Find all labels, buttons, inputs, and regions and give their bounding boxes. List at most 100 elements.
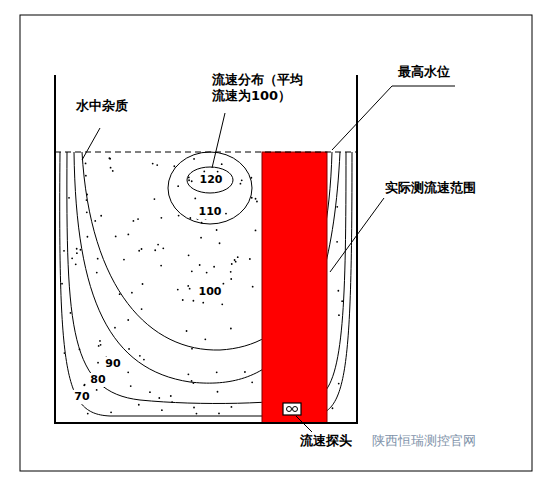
sediment-dot bbox=[152, 163, 154, 165]
figure-frame bbox=[20, 15, 532, 471]
sediment-dot bbox=[249, 258, 251, 260]
sediment-dot bbox=[203, 171, 205, 173]
watermark: 陕西恒瑞测控官网 bbox=[372, 433, 476, 449]
sediment-dot bbox=[157, 244, 159, 246]
sediment-dot bbox=[149, 391, 151, 393]
sediment-dot bbox=[244, 371, 246, 373]
sediment-dot bbox=[191, 180, 193, 182]
sediment-dot bbox=[187, 285, 189, 287]
contour-value: 90 bbox=[103, 357, 122, 370]
sediment-dot bbox=[100, 344, 102, 346]
sediment-dot bbox=[131, 292, 133, 294]
leader-line bbox=[330, 198, 384, 272]
sediment-dot bbox=[133, 220, 135, 222]
sediment-dot bbox=[70, 312, 72, 314]
sediment-dot bbox=[177, 289, 179, 291]
sediment-dot bbox=[71, 257, 73, 259]
sediment-dot bbox=[142, 283, 144, 285]
sediment-dot bbox=[186, 330, 188, 332]
sediment-dot bbox=[115, 236, 117, 238]
sediment-dot bbox=[127, 319, 129, 321]
sediment-dot bbox=[251, 381, 253, 383]
sediment-dot bbox=[76, 248, 78, 250]
sediment-dot bbox=[337, 290, 339, 292]
sediment-dot bbox=[230, 278, 232, 280]
sediment-dot bbox=[110, 167, 112, 169]
sediment-dot bbox=[160, 265, 162, 267]
leader-line bbox=[212, 113, 225, 168]
sediment-dot bbox=[68, 197, 70, 199]
sediment-dot bbox=[216, 371, 218, 373]
sediment-dot bbox=[141, 308, 143, 310]
sediment-dot bbox=[256, 201, 258, 203]
sediment-dot bbox=[213, 266, 215, 268]
sediment-dot bbox=[255, 230, 257, 232]
sediment-dot bbox=[99, 340, 101, 342]
sediment-dot bbox=[218, 413, 220, 415]
sediment-dot bbox=[138, 404, 140, 406]
sediment-dot bbox=[94, 220, 96, 222]
sediment-dot bbox=[141, 248, 143, 250]
contour-value: 80 bbox=[88, 373, 107, 386]
sediment-dot bbox=[63, 250, 65, 252]
sediment-dot bbox=[112, 170, 114, 172]
sediment-dot bbox=[338, 383, 340, 385]
sediment-dot bbox=[143, 359, 145, 361]
sediment-dot bbox=[206, 272, 208, 274]
sediment-dot bbox=[216, 229, 218, 231]
sediment-dot bbox=[96, 272, 98, 274]
sediment-dot bbox=[336, 206, 338, 208]
sediment-dot bbox=[100, 215, 102, 217]
sediment-dot bbox=[219, 242, 221, 244]
sediment-dot bbox=[139, 355, 141, 357]
sediment-dot bbox=[237, 256, 239, 258]
water-level-line bbox=[55, 151, 357, 152]
sediment-dot bbox=[170, 395, 172, 397]
sediment-dot bbox=[87, 413, 89, 415]
contour-value: 110 bbox=[197, 205, 224, 218]
sediment-dot bbox=[222, 283, 224, 285]
sediment-dot bbox=[336, 241, 338, 243]
callout-label: 流速探头 bbox=[300, 433, 352, 449]
sediment-dot bbox=[241, 179, 243, 181]
sediment-dot bbox=[80, 249, 82, 251]
velocity-probe bbox=[283, 403, 301, 415]
sediment-dot bbox=[127, 371, 129, 373]
sediment-dot bbox=[191, 348, 193, 350]
sediment-dot bbox=[217, 171, 219, 173]
sediment-dot bbox=[225, 213, 227, 215]
sediment-dot bbox=[173, 165, 175, 167]
sediment-dot bbox=[161, 409, 163, 411]
sediment-dot bbox=[127, 233, 129, 235]
sediment-dot bbox=[156, 164, 158, 166]
sediment-dot bbox=[97, 258, 99, 260]
sediment-dot bbox=[188, 254, 190, 256]
sediment-dot bbox=[221, 303, 223, 305]
callout-label: 流速分布（平均 流速为100） bbox=[212, 72, 316, 103]
leader-line bbox=[82, 128, 100, 160]
sediment-dot bbox=[189, 217, 191, 219]
sediment-dot bbox=[191, 270, 193, 272]
sediment-dot bbox=[85, 175, 87, 177]
contour-value: 70 bbox=[72, 390, 91, 403]
sediment-dot bbox=[221, 163, 223, 165]
channel-walls bbox=[55, 75, 357, 423]
sediment-dot bbox=[128, 348, 130, 350]
sediment-dot bbox=[154, 198, 156, 200]
sediment-dot bbox=[109, 157, 111, 159]
contour-ellipse bbox=[168, 152, 252, 224]
leader-line bbox=[332, 86, 455, 150]
sediment-dot bbox=[86, 211, 88, 213]
sediment-dot bbox=[204, 338, 206, 340]
sediment-dot bbox=[231, 263, 233, 265]
sediment-dot bbox=[231, 406, 233, 408]
sediment-dot bbox=[234, 259, 236, 261]
sediment-dot bbox=[196, 413, 198, 415]
sediment-dot bbox=[160, 217, 162, 219]
sediment-dot bbox=[110, 411, 112, 413]
sediment-dot bbox=[162, 247, 164, 249]
sediment-dot bbox=[96, 389, 98, 391]
sediment-dot bbox=[255, 198, 257, 200]
sediment-dot bbox=[192, 300, 194, 302]
sediment-dot bbox=[97, 362, 99, 364]
